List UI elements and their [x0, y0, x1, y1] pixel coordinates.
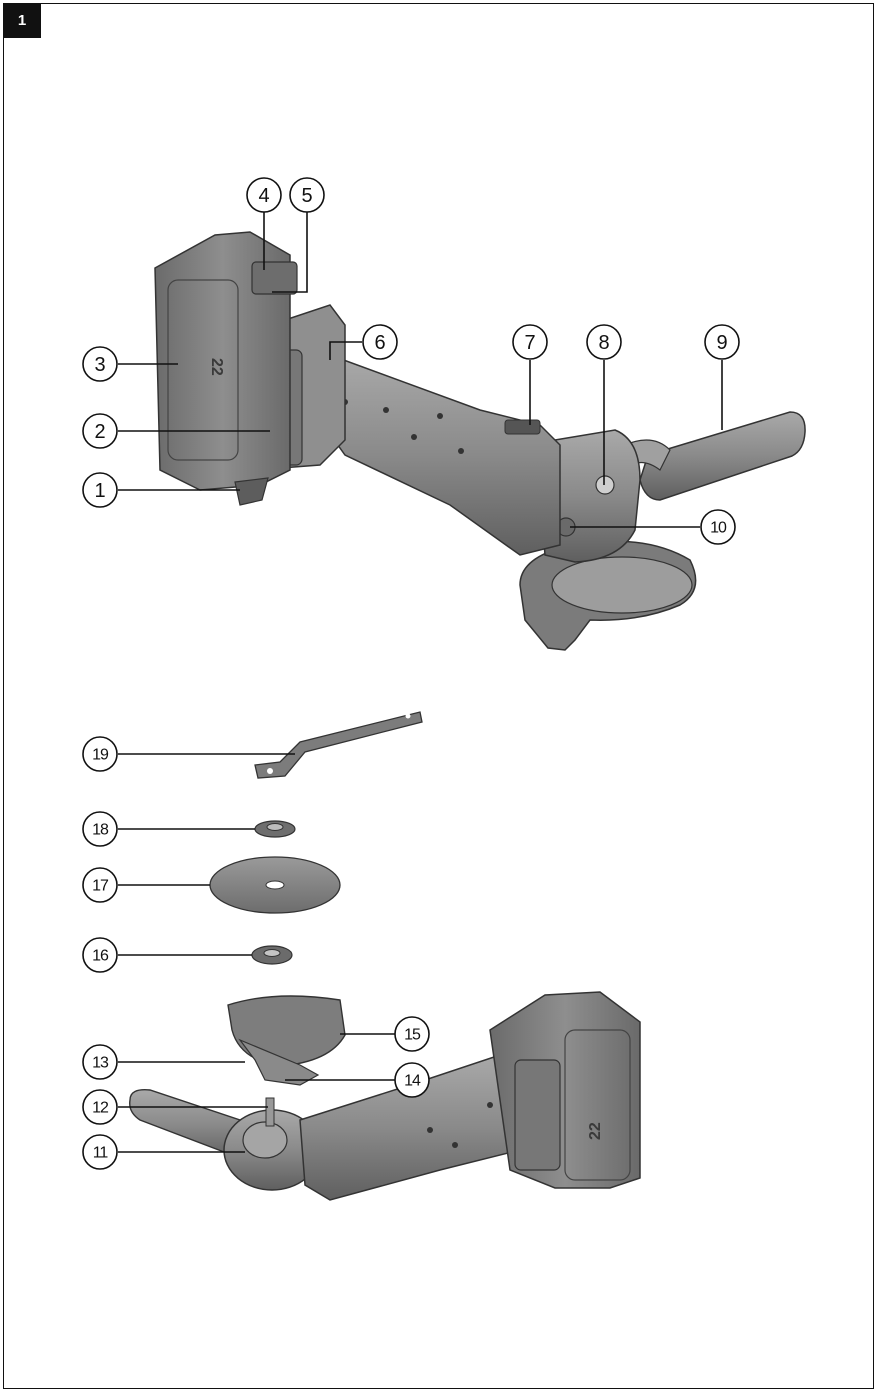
guard-assembly	[227, 995, 346, 1067]
svg-text:9: 9	[716, 332, 727, 354]
bottom-angle-grinder: 22	[129, 991, 641, 1201]
backing-flange-16	[251, 945, 293, 965]
svg-text:8: 8	[598, 332, 609, 354]
svg-text:12: 12	[92, 1100, 109, 1117]
svg-text:17: 17	[92, 878, 109, 895]
callout-5: 5	[289, 177, 325, 213]
callout-12: 12	[82, 1089, 118, 1125]
svg-text:6: 6	[374, 332, 385, 354]
callout-6: 6	[362, 324, 398, 360]
svg-text:2: 2	[94, 421, 105, 443]
svg-text:7: 7	[524, 332, 535, 354]
callout-13: 13	[82, 1044, 118, 1080]
callout-3: 3	[82, 346, 118, 382]
clamping-nut-18	[254, 820, 296, 838]
callout-18: 18	[82, 811, 118, 847]
figure-number-badge: 1	[3, 3, 41, 38]
callout-10: 10	[700, 509, 736, 545]
callout-8: 8	[586, 324, 622, 360]
callout-4: 4	[246, 177, 282, 213]
callout-7: 7	[512, 324, 548, 360]
svg-text:15: 15	[404, 1027, 421, 1044]
callout-1: 1	[82, 472, 118, 508]
callout-9: 9	[704, 324, 740, 360]
svg-text:4: 4	[258, 185, 269, 207]
svg-text:18: 18	[92, 822, 109, 839]
callout-11: 11	[82, 1134, 118, 1170]
callout-15: 15	[394, 1016, 430, 1052]
callout-17: 17	[82, 867, 118, 903]
svg-text:19: 19	[92, 747, 109, 764]
top-angle-grinder: 22	[154, 231, 806, 651]
battery-marking-bottom: 22	[587, 1122, 604, 1140]
side-handle	[639, 411, 806, 501]
motor-body	[319, 353, 561, 556]
callout-14: 14	[394, 1062, 430, 1098]
svg-text:14: 14	[404, 1073, 421, 1090]
battery-pack	[154, 231, 291, 491]
svg-text:13: 13	[92, 1055, 109, 1072]
grinding-disc-17	[209, 856, 341, 914]
leader-lines	[118, 212, 723, 1153]
svg-text:11: 11	[93, 1145, 109, 1162]
spanner-19	[254, 711, 423, 779]
svg-text:1: 1	[94, 480, 105, 502]
svg-text:16: 16	[92, 948, 109, 965]
svg-text:5: 5	[301, 185, 312, 207]
figure-frame	[3, 3, 874, 1389]
svg-text:3: 3	[94, 354, 105, 376]
battery-marking-top: 22	[208, 358, 225, 376]
callout-19: 19	[82, 736, 118, 772]
callout-2: 2	[82, 413, 118, 449]
callout-16: 16	[82, 937, 118, 973]
svg-text:10: 10	[710, 520, 727, 537]
